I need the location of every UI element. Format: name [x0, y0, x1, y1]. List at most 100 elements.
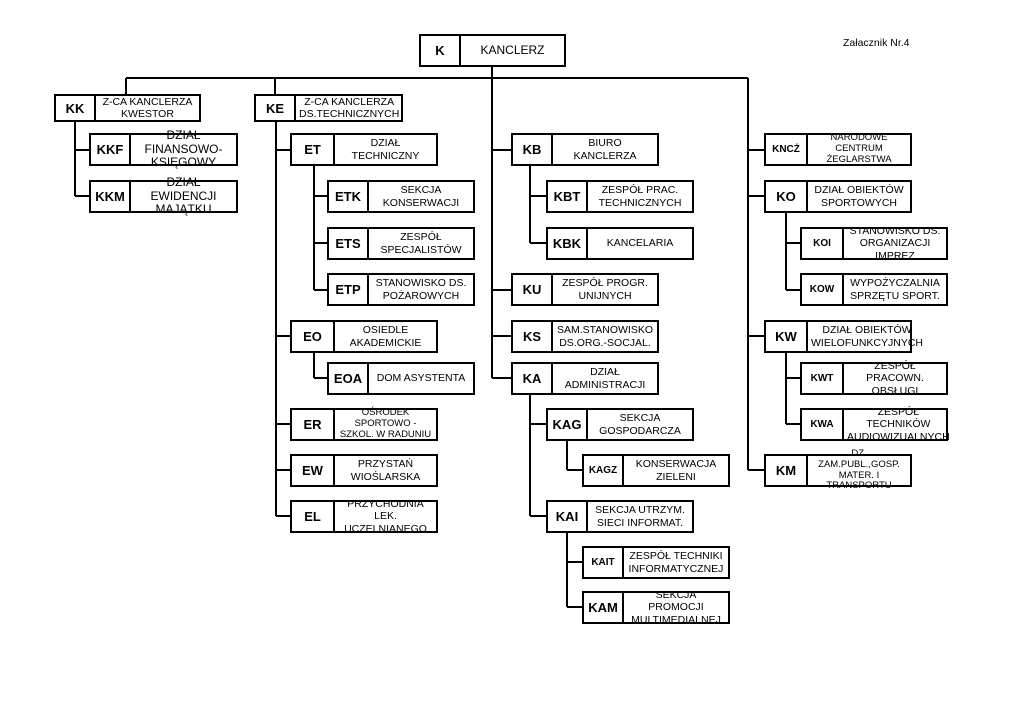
unit-kbt: KBT ZESPÓŁ PRAC. TECHNICZNYCH: [546, 180, 694, 213]
unit-label: KANCELARIA: [606, 237, 674, 250]
unit-code: KOW: [802, 275, 844, 304]
unit-code: ER: [292, 410, 335, 439]
unit-label: ZESPÓŁ TECHNIKI INFORMATYCZNEJ: [628, 550, 724, 575]
unit-code: KKM: [91, 182, 131, 211]
unit-label: SEKCJA PROMOCJI MULTIMEDIALNEJ: [631, 589, 721, 626]
unit-code: KWT: [802, 364, 844, 393]
unit-code: ETK: [329, 182, 369, 211]
unit-label: OSIEDLE AKADEMICKIE: [349, 324, 422, 349]
unit-label: DZIAŁ EWIDENCJI MAJĄTKU: [150, 174, 217, 217]
unit-code: KBT: [548, 182, 588, 211]
unit-label: DZ. ZAM.PUBL.,GOSP. MATER. I TRANSPORTU: [818, 447, 900, 492]
unit-code: KWA: [802, 410, 844, 439]
unit-code: KO: [766, 182, 808, 211]
unit-code: KAIT: [584, 548, 624, 577]
unit-code: KU: [513, 275, 553, 304]
unit-code: KAG: [548, 410, 588, 439]
unit-code: ETS: [329, 229, 369, 258]
unit-label: NARODOWE CENTRUM ŻEGLARSTWA: [826, 132, 892, 165]
unit-kncz: KNCŻ NARODOWE CENTRUM ŻEGLARSTWA: [764, 132, 912, 166]
unit-code: KW: [766, 322, 808, 351]
unit-label: WYPOŻYCZALNIA SPRZĘTU SPORT.: [850, 277, 940, 302]
unit-code: KNCŻ: [766, 135, 808, 164]
unit-code: KAM: [584, 593, 624, 622]
unit-code: ET: [292, 135, 335, 164]
unit-code: KB: [513, 135, 553, 164]
unit-code: KA: [513, 364, 553, 393]
unit-label: DZIAŁ FINANSOWO- KSIĘGOWY: [144, 127, 223, 170]
unit-label: ZESPÓŁ TECHNIKÓW AUDIOWIZUALNYCH: [847, 406, 950, 443]
unit-label: KONSERWACJA ZIELENI: [635, 458, 717, 483]
annex-label: Załacznik Nr.4: [843, 37, 910, 49]
unit-code: KOI: [802, 229, 844, 258]
unit-code: KS: [513, 322, 553, 351]
unit-label: DZIAŁ ADMINISTRACJI: [564, 366, 646, 391]
unit-label: BIURO KANCLERZA: [573, 137, 637, 162]
unit-kkf: KKF DZIAŁ FINANSOWO- KSIĘGOWY: [89, 127, 238, 170]
unit-ka: KA DZIAŁ ADMINISTRACJI: [511, 362, 659, 395]
unit-label: STANOWISKO DS. ORGANIZACJI IMPREZ: [849, 225, 941, 262]
unit-code: KK: [56, 96, 96, 120]
unit-label: KANCLERZ: [480, 42, 545, 57]
unit-code: K: [421, 36, 461, 65]
unit-label: ZESPÓŁ PRAC. TECHNICZNYCH: [598, 184, 682, 209]
unit-km: KM DZ. ZAM.PUBL.,GOSP. MATER. I TRANSPORT…: [764, 447, 912, 492]
unit-code: EO: [292, 322, 335, 351]
unit-label: PRZYCHODNIA LEK. UCZELNIANEGO: [344, 498, 427, 535]
unit-eoa: EOA DOM ASYSTENTA: [327, 362, 475, 395]
unit-label: STANOWISKO DS. POŻAROWYCH: [375, 277, 467, 302]
unit-etk: ETK SEKCJA KONSERWACJI: [327, 180, 475, 213]
unit-label: DOM ASYSTENTA: [376, 372, 466, 385]
unit-kkm: KKM DZIAŁ EWIDENCJI MAJĄTKU: [89, 174, 238, 217]
unit-code: KE: [256, 96, 296, 120]
unit-code: KBK: [548, 229, 588, 258]
unit-label: ZESPÓŁ PROGR. UNIJNYCH: [562, 277, 648, 302]
unit-label: Z-CA KANCLERZA KWESTOR: [102, 95, 193, 120]
unit-kwt: KWT ZESPÓŁ PRACOWN. OBSŁUGI: [800, 360, 948, 397]
unit-label: Z-CA KANCLERZA DS.TECHNICZNYCH: [299, 95, 400, 120]
unit-code: KKF: [91, 135, 131, 164]
unit-code: EL: [292, 502, 335, 531]
unit-label: DZIAŁ OBIEKTÓW SPORTOWYCH: [814, 184, 904, 209]
unit-et: ET DZIAŁ TECHNICZNY: [290, 133, 438, 166]
unit-ew: EW PRZYSTAŃ WIOŚLARSKA: [290, 454, 438, 487]
unit-label: DZIAŁ OBIEKTÓW WIELOFUNKCYJNYCH: [811, 324, 924, 349]
unit-kb: KB BIURO KANCLERZA: [511, 133, 659, 166]
unit-code: EW: [292, 456, 335, 485]
unit-label: ZESPÓŁ PRACOWN. OBSŁUGI: [866, 360, 924, 397]
unit-kagz: KAGZ KONSERWACJA ZIELENI: [582, 454, 730, 487]
unit-ku: KU ZESPÓŁ PROGR. UNIJNYCH: [511, 273, 659, 306]
unit-label: PRZYSTAŃ WIOŚLARSKA: [350, 458, 421, 483]
unit-kai: KAI SEKCJA UTRZYM. SIECI INFORMAT.: [546, 500, 694, 533]
unit-label: SEKCJA KONSERWACJI: [382, 184, 460, 209]
unit-code: KAGZ: [584, 456, 624, 485]
unit-kbk: KBK KANCELARIA: [546, 227, 694, 260]
unit-eo: EO OSIEDLE AKADEMICKIE: [290, 320, 438, 353]
unit-label: DZIAŁ TECHNICZNY: [351, 137, 420, 162]
unit-code: KAI: [548, 502, 588, 531]
unit-ets: ETS ZESPÓŁ SPECJALISTÓW: [327, 227, 475, 260]
unit-label: OŚRODEK SPORTOWO - SZKOL. W RADUNIU: [339, 407, 432, 440]
unit-kag: KAG SEKCJA GOSPODARCZA: [546, 408, 694, 441]
unit-el: EL PRZYCHODNIA LEK. UCZELNIANEGO: [290, 498, 438, 535]
unit-code: KM: [766, 456, 808, 485]
unit-label: ZESPÓŁ SPECJALISTÓW: [380, 231, 462, 256]
unit-code: EOA: [329, 364, 369, 393]
unit-label: SEKCJA UTRZYM. SIECI INFORMAT.: [595, 504, 685, 529]
unit-k: K KANCLERZ: [419, 34, 566, 67]
unit-label: SAM.STANOWISKO DS.ORG.-SOCJAL.: [556, 324, 654, 349]
unit-label: SEKCJA GOSPODARCZA: [599, 412, 681, 437]
